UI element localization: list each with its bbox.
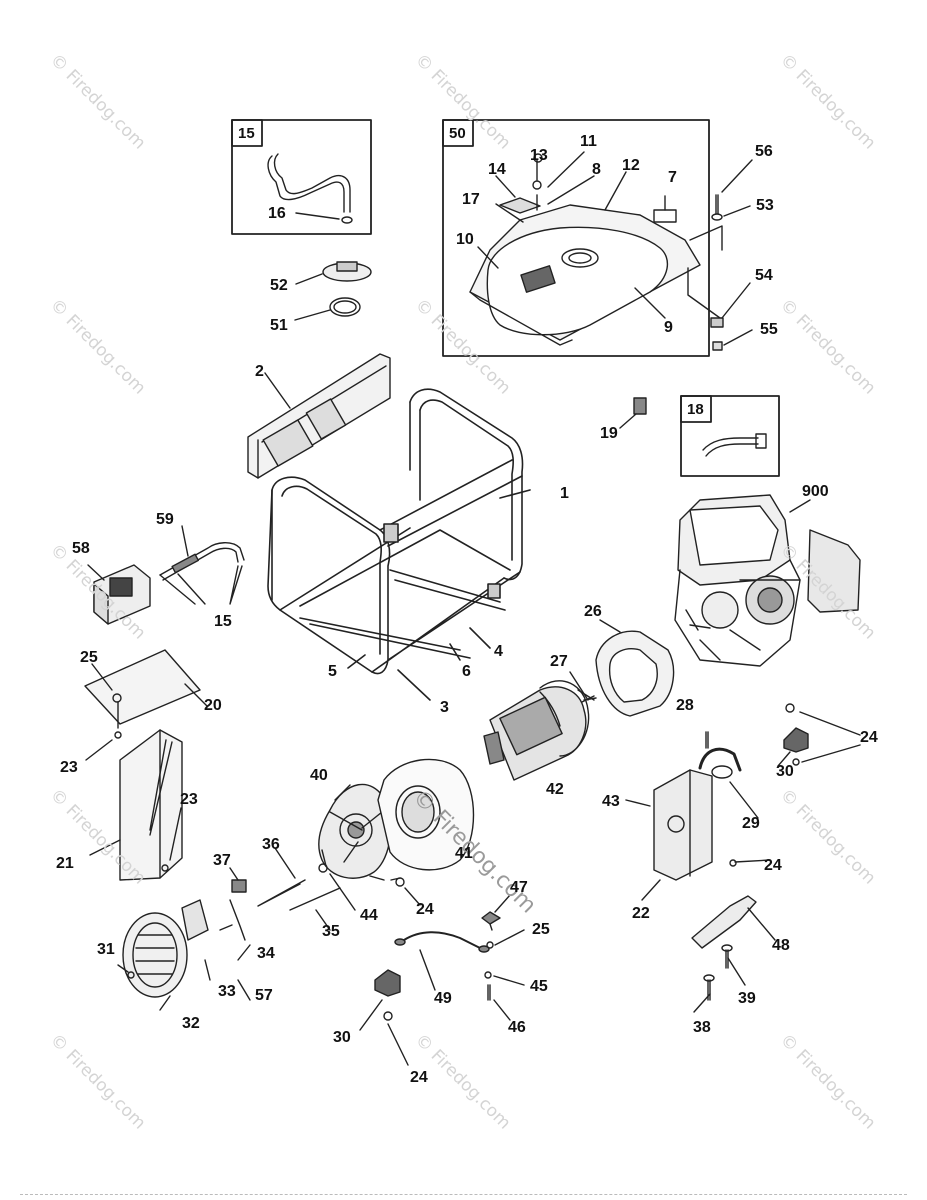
callout-31: 31 xyxy=(97,941,115,958)
callout-24c: 24 xyxy=(416,901,434,918)
muffler-43 xyxy=(625,747,771,901)
bracket-21 xyxy=(89,729,183,881)
callout-16: 16 xyxy=(268,205,286,222)
callout-41: 41 xyxy=(455,845,473,862)
tank-mount-hardware xyxy=(710,159,753,351)
bolt-27 xyxy=(569,671,595,703)
callout-58: 58 xyxy=(72,540,90,557)
callout-15: 15 xyxy=(214,613,232,630)
callout-36: 36 xyxy=(262,836,280,853)
callout-24d: 24 xyxy=(410,1069,428,1086)
callout-27: 27 xyxy=(550,653,568,670)
callout-24: 24 xyxy=(860,729,878,746)
callout-22: 22 xyxy=(632,905,650,922)
callout-46: 46 xyxy=(508,1019,526,1036)
callout-19: 19 xyxy=(600,425,618,442)
fan-housing-26 xyxy=(577,619,675,717)
callout-23b: 23 xyxy=(180,791,198,808)
callout-10: 10 xyxy=(456,231,474,248)
callout-25b: 25 xyxy=(532,921,550,938)
callout-57: 57 xyxy=(255,987,273,1004)
callout-2: 2 xyxy=(255,363,264,380)
callout-30: 30 xyxy=(776,763,794,780)
callout-7: 7 xyxy=(668,169,677,186)
callout-37: 37 xyxy=(213,852,231,869)
callout-13: 13 xyxy=(530,147,548,164)
callout-3: 3 xyxy=(440,699,449,716)
rotor-42 xyxy=(483,680,590,781)
callout-20: 20 xyxy=(204,697,222,714)
callout-9: 9 xyxy=(664,319,673,336)
callout-53: 53 xyxy=(756,197,774,214)
callout-900: 900 xyxy=(802,483,829,500)
callout-26: 26 xyxy=(584,603,602,620)
mounts xyxy=(359,703,861,1066)
callout-32: 32 xyxy=(182,1015,200,1032)
callout-51: 51 xyxy=(270,317,288,334)
engine-900 xyxy=(674,494,861,667)
callout-12: 12 xyxy=(622,157,640,174)
callout-34: 34 xyxy=(257,945,275,962)
callout-52: 52 xyxy=(270,277,288,294)
callout-6: 6 xyxy=(462,663,471,680)
callout-1: 1 xyxy=(560,485,569,502)
end-cover-32 xyxy=(117,899,251,1011)
footer-divider xyxy=(20,1194,907,1195)
callout-33: 33 xyxy=(218,983,236,1000)
bracket-2 xyxy=(247,353,391,479)
alternator xyxy=(318,758,475,881)
callout-11: 11 xyxy=(580,133,597,150)
callout-25: 25 xyxy=(80,649,98,666)
callout-47: 47 xyxy=(510,879,528,896)
inset-box-18 xyxy=(680,395,780,477)
callout-28: 28 xyxy=(676,697,694,714)
callout-55: 55 xyxy=(760,321,778,338)
plate-20 xyxy=(84,649,208,761)
callout-43: 43 xyxy=(602,793,620,810)
bracket-48 xyxy=(691,895,776,1013)
callout-5: 5 xyxy=(328,663,337,680)
fuel-cap xyxy=(294,212,372,321)
callout-56: 56 xyxy=(755,143,773,160)
inset-label-50: 50 xyxy=(449,125,466,142)
callout-30b: 30 xyxy=(333,1029,351,1046)
callout-17: 17 xyxy=(462,191,480,208)
callout-45: 45 xyxy=(530,978,548,995)
callout-44: 44 xyxy=(360,907,378,924)
small-hardware xyxy=(219,847,421,961)
inset-label-15: 15 xyxy=(238,125,255,142)
callout-35: 35 xyxy=(322,923,340,940)
callout-49: 49 xyxy=(434,990,452,1007)
callout-40: 40 xyxy=(310,767,328,784)
callout-54: 54 xyxy=(755,267,773,284)
callout-23: 23 xyxy=(60,759,78,776)
callout-48: 48 xyxy=(772,937,790,954)
inset-label-18: 18 xyxy=(687,401,704,418)
callout-39: 39 xyxy=(738,990,756,1007)
callout-14: 14 xyxy=(488,161,506,178)
callout-4: 4 xyxy=(494,643,503,660)
callout-21: 21 xyxy=(56,855,74,872)
inset-box-15 xyxy=(231,119,372,235)
callout-24b: 24 xyxy=(764,857,782,874)
receptacle-58 xyxy=(87,525,245,625)
frame-1 xyxy=(267,388,531,701)
callout-8: 8 xyxy=(592,161,601,178)
callout-29: 29 xyxy=(742,815,760,832)
clip-19 xyxy=(619,397,647,429)
inset-box-50 xyxy=(442,119,723,357)
ground-wire-49 xyxy=(394,894,525,1021)
callout-38: 38 xyxy=(693,1019,711,1036)
callout-42: 42 xyxy=(546,781,564,798)
callout-59: 59 xyxy=(156,511,174,528)
